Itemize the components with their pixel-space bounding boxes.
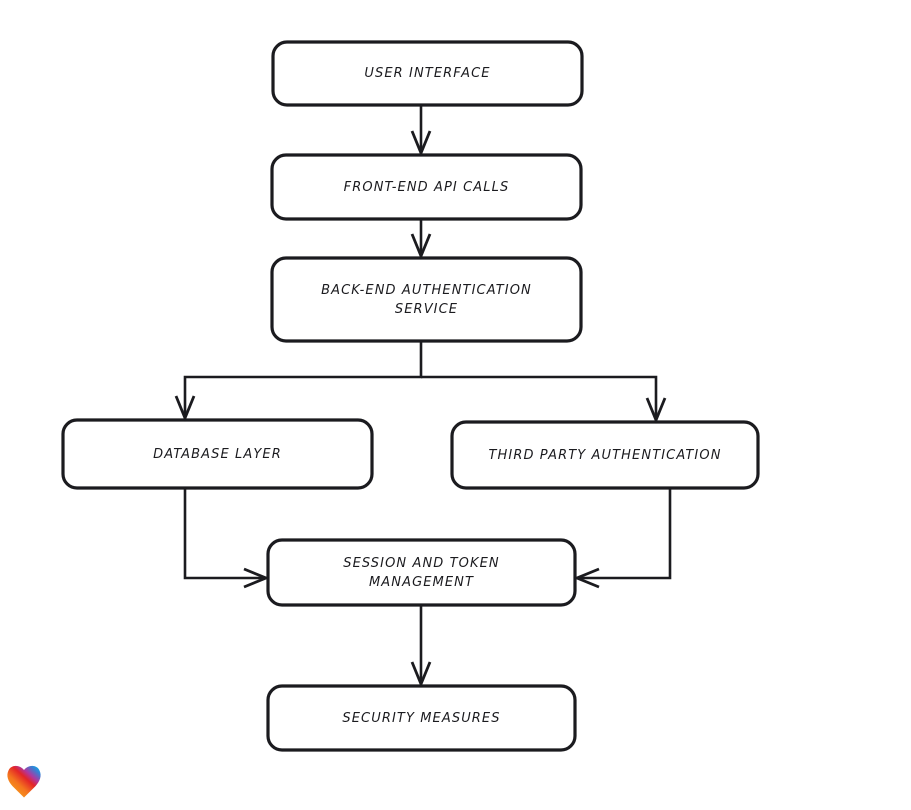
node-third-party-auth[interactable] xyxy=(450,420,760,490)
node-user-interface[interactable] xyxy=(271,40,584,107)
node-front-end-api-calls[interactable] xyxy=(270,153,583,221)
edge-backend-to-thirdparty xyxy=(421,375,667,424)
heart-icon xyxy=(7,765,41,798)
nodes-group xyxy=(61,40,760,752)
edge-thirdparty-to-session xyxy=(573,488,672,589)
edge-backend-to-database xyxy=(174,341,423,422)
node-back-end-auth-service[interactable] xyxy=(270,256,583,343)
edges-group xyxy=(174,105,672,688)
edge-database-to-session xyxy=(183,488,270,589)
edge-session-to-security xyxy=(410,605,432,688)
node-session-token-mgmt[interactable] xyxy=(266,538,577,607)
edge-frontend-to-backend xyxy=(410,219,432,260)
edge-ui-to-frontend xyxy=(410,105,432,157)
node-security-measures[interactable] xyxy=(266,684,577,752)
node-database-layer[interactable] xyxy=(61,418,374,490)
